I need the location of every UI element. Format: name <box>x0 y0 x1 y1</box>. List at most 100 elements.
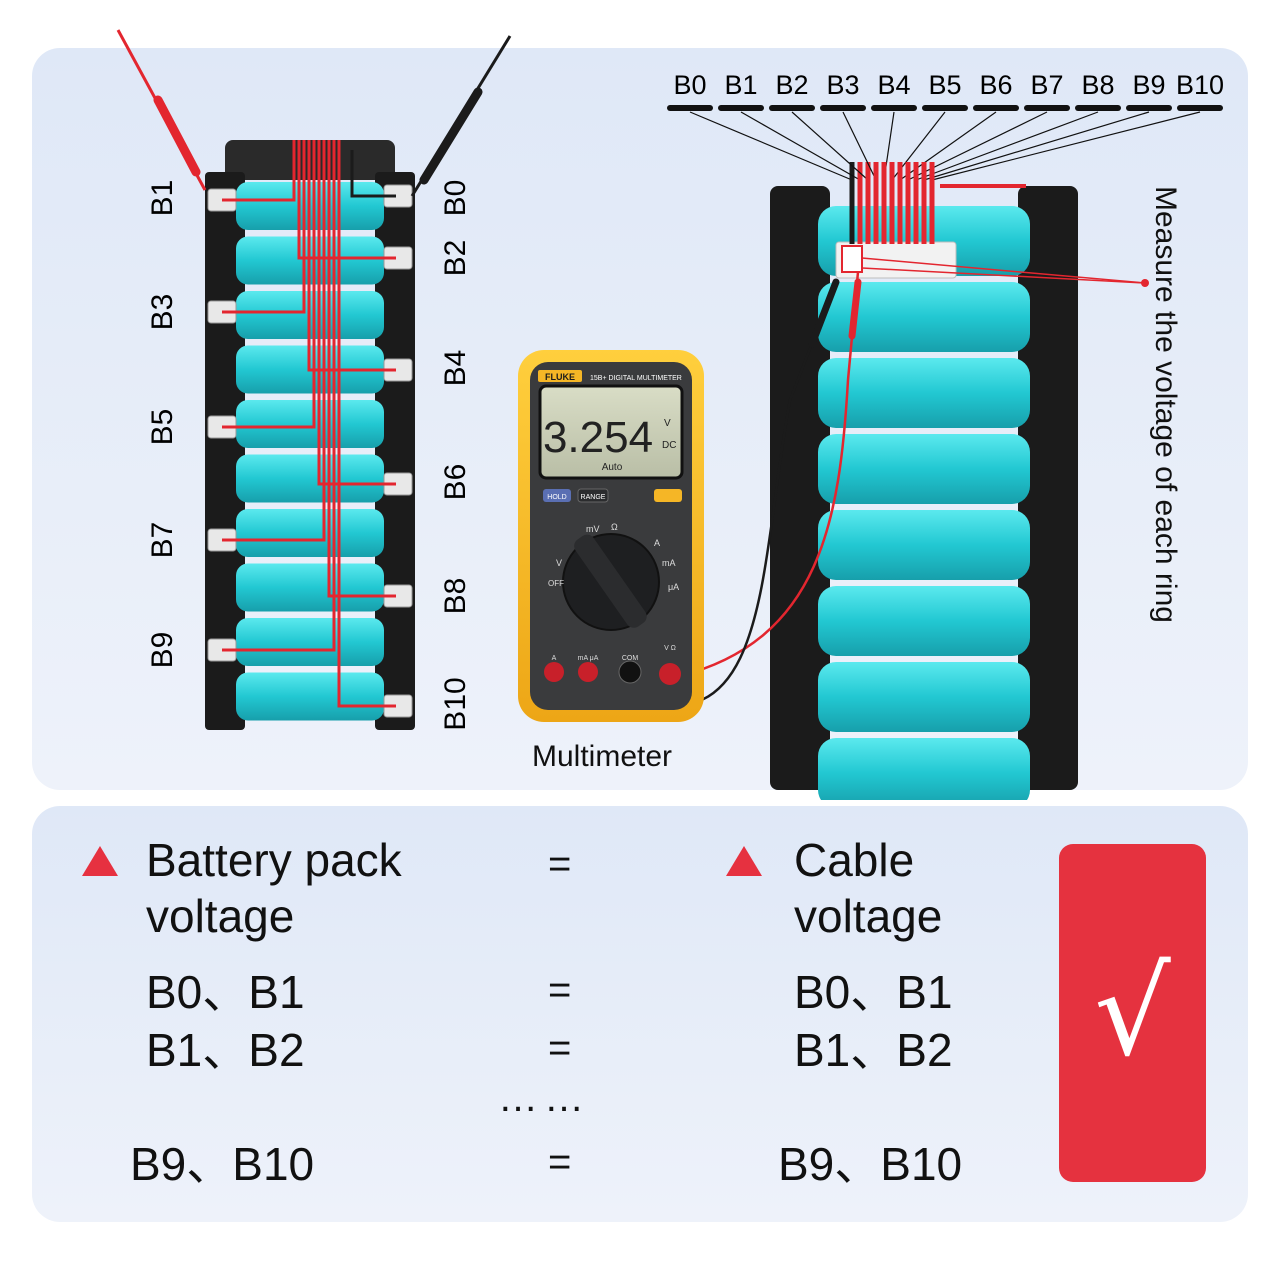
balance-connector <box>835 241 957 279</box>
dial-ua-label: μA <box>668 582 679 592</box>
connector-wire-fan <box>689 111 1201 244</box>
row3-equals: = <box>548 1140 572 1184</box>
red-test-lead <box>679 271 860 678</box>
terminal-ma[interactable] <box>578 662 598 682</box>
balance-wire <box>307 140 396 372</box>
pin-leader-line <box>915 111 1099 181</box>
hold-button-label: HOLD <box>547 494 566 501</box>
right-cell-stack <box>818 206 1030 800</box>
right-pack-holder-right <box>1018 186 1078 790</box>
battery-cell <box>818 282 1030 352</box>
header-equals: = <box>548 842 572 886</box>
pin-leader-line <box>689 111 853 181</box>
pin-label: B8 <box>1081 70 1114 100</box>
balance-wire <box>222 140 306 314</box>
row1-left: B0、B1 <box>146 966 305 1018</box>
pin-label: B5 <box>928 70 961 100</box>
left-header-line1: Battery pack <box>146 834 402 886</box>
ellipsis: …… <box>498 1076 590 1120</box>
battery-cell <box>236 509 384 557</box>
battery-cell <box>236 454 384 503</box>
battery-cell <box>236 563 384 612</box>
connector-pin <box>841 245 863 273</box>
dial-off-label: OFF <box>548 579 564 588</box>
label-b4: B4 <box>439 350 472 387</box>
dial-knob[interactable] <box>571 531 650 630</box>
balance-wire <box>222 140 296 202</box>
red-probe <box>116 29 207 191</box>
label-b5: B5 <box>146 409 179 446</box>
lcd-screen <box>538 384 684 480</box>
battery-cell <box>818 510 1030 580</box>
row1-equals: = <box>548 968 572 1012</box>
pointer-dot <box>1141 279 1149 287</box>
row2-left: B1、B2 <box>146 1024 305 1076</box>
lcd-reading: 3.254 <box>543 413 653 462</box>
label-b10: B10 <box>439 677 472 730</box>
battery-cell <box>818 358 1030 428</box>
wire-b0 <box>350 150 396 198</box>
pin-label: B7 <box>1030 70 1063 100</box>
pin-leader-line <box>923 111 1150 181</box>
battery-cell <box>818 434 1030 504</box>
black-probe <box>410 35 512 197</box>
pin-label: B2 <box>775 70 808 100</box>
dial-v-label: V <box>556 558 562 568</box>
terminal-v[interactable] <box>659 663 681 685</box>
multimeter: FLUKE 15B+ DIGITAL MULTIMETER 3.254 V DC… <box>518 350 704 722</box>
function-button[interactable] <box>654 489 682 502</box>
balance-wire <box>222 140 336 652</box>
label-b9: B9 <box>146 632 179 669</box>
red-triangle-icon <box>82 846 118 876</box>
left-battery-pack: B1 B3 B5 B7 B9 B0 B2 B4 B6 B8 B10 <box>116 29 512 731</box>
dial-ohm-label: Ω <box>611 522 618 532</box>
terminal-a-label: A <box>552 655 557 662</box>
balance-wire <box>327 140 396 598</box>
pin-leader-line <box>791 111 869 181</box>
row3-left: B9、B10 <box>130 1138 315 1190</box>
dial-ma-label: mA <box>662 558 676 568</box>
pin-leader-line <box>842 111 877 181</box>
right-side-labels: B0 B2 B4 B6 B8 B10 <box>439 180 472 731</box>
range-button[interactable] <box>577 488 609 503</box>
pin-label: B3 <box>826 70 859 100</box>
right-header-line1: Cable <box>794 834 915 886</box>
balance-wires <box>222 140 396 708</box>
label-b2: B2 <box>439 240 472 277</box>
comparison-panel <box>32 806 1248 1222</box>
label-b0: B0 <box>439 180 472 217</box>
label-b8: B8 <box>439 578 472 615</box>
row2-right: B1、B2 <box>794 1024 953 1076</box>
label-b7: B7 <box>146 522 179 559</box>
brand-label: FLUKE <box>545 372 575 382</box>
range-button-label: RANGE <box>581 494 606 501</box>
balance-wire <box>337 140 396 708</box>
pin-label: B1 <box>724 70 757 100</box>
balance-wire <box>317 140 396 486</box>
terminal-a[interactable] <box>544 662 564 682</box>
pin-label: B10 <box>1176 70 1224 100</box>
terminal-v-label: V Ω <box>664 645 676 652</box>
model-label: 15B+ DIGITAL MULTIMETER <box>590 375 682 382</box>
measure-caption: Measure the voltage of each ring <box>1149 186 1182 623</box>
pin-leader-line <box>740 111 861 181</box>
label-b6: B6 <box>439 464 472 501</box>
balance-wire <box>222 140 326 542</box>
right-header-line2: voltage <box>794 890 943 942</box>
row2-equals: = <box>548 1026 572 1070</box>
pin-label: B9 <box>1132 70 1165 100</box>
balance-wire <box>297 140 396 260</box>
pin-label: B0 <box>673 70 706 100</box>
battery-cell <box>818 738 1030 800</box>
dial-a-label: A <box>654 538 660 548</box>
battery-cell <box>818 586 1030 656</box>
row3-right: B9、B10 <box>778 1138 963 1190</box>
battery-cell <box>818 662 1030 732</box>
red-triangle-icon <box>726 846 762 876</box>
label-b1: B1 <box>146 180 179 217</box>
row1-right: B0、B1 <box>794 966 953 1018</box>
terminal-com[interactable] <box>618 660 642 684</box>
hold-button[interactable] <box>543 489 571 502</box>
